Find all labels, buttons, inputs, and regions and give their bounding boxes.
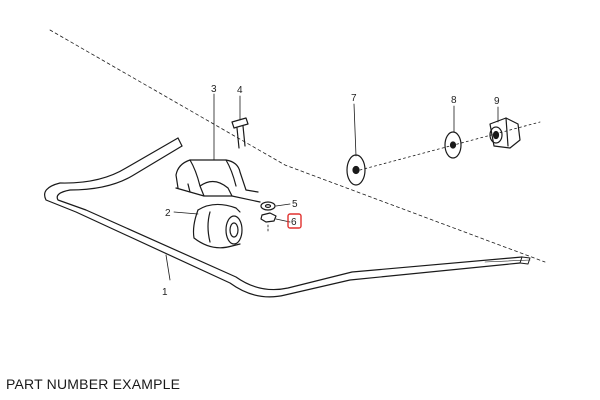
caption: PART NUMBER EXAMPLE — [6, 376, 181, 392]
callout-8: 8 — [451, 95, 457, 106]
highlight-box — [287, 213, 302, 229]
link-axis — [359, 121, 541, 171]
callout-2: 2 — [165, 208, 171, 219]
large-washer — [346, 154, 366, 186]
stabilizer-bar — [44, 137, 531, 298]
hex-nut — [489, 117, 521, 149]
callout-5: 5 — [292, 199, 298, 210]
leader-lines — [165, 93, 499, 281]
medium-washer — [444, 131, 462, 159]
small-nut — [260, 212, 277, 233]
callout-4: 4 — [237, 85, 243, 96]
callout-9: 9 — [494, 96, 500, 107]
callout-7: 7 — [351, 93, 357, 104]
callout-1: 1 — [162, 287, 168, 298]
mounting-plane-outline — [49, 29, 546, 263]
callout-6[interactable]: 6 — [291, 217, 297, 228]
callout-3: 3 — [211, 84, 217, 95]
bolt — [231, 117, 249, 149]
rubber-bushing — [192, 203, 243, 249]
bracket — [175, 159, 261, 203]
small-washer — [260, 201, 276, 211]
